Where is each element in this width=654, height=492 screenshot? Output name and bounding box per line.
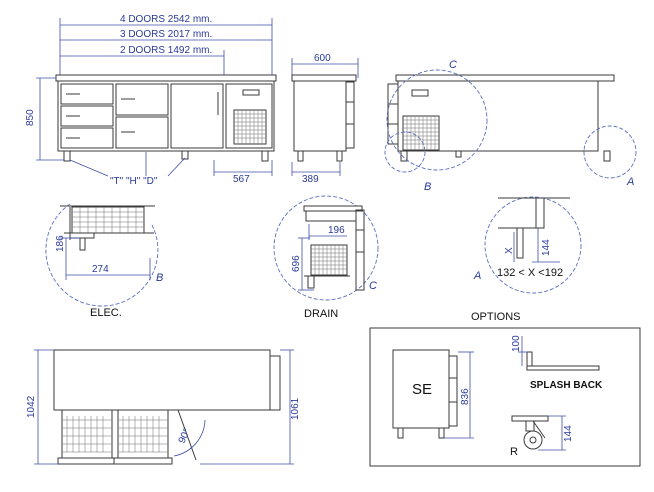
dim-186: 186	[55, 235, 66, 252]
rear-view: C B A	[384, 59, 637, 193]
callout-b-detail: B	[156, 272, 163, 284]
drain-vent-grille	[310, 244, 348, 276]
plan-view: 90° 1042 1061	[26, 349, 301, 465]
callout-a-detail: A	[473, 270, 481, 282]
callout-a-top: A	[626, 176, 634, 188]
option-splash-back: 100 SPLASH BACK	[511, 335, 603, 391]
dim-144-castor: 144	[563, 425, 574, 442]
options-panel: SE 836 100 SPLASH BACK 144 R	[369, 327, 641, 467]
rear-vent-grille	[402, 115, 440, 151]
option-castor: 144 R	[510, 415, 574, 458]
dim-196: 196	[328, 225, 345, 236]
range-label: 132 < X <192	[497, 267, 563, 279]
elec-label: ELEC.	[90, 307, 122, 319]
dim-836: 836	[460, 388, 471, 405]
detail-b-elec: 186 274 B ELEC.	[45, 203, 163, 319]
dim-274: 274	[92, 264, 109, 275]
castor-r-label: R	[510, 446, 518, 458]
dim-height-850: 850	[25, 109, 36, 126]
callout-c-detail: C	[369, 280, 377, 292]
open-drawer-right	[113, 409, 173, 465]
drain-label: DRAIN	[304, 308, 338, 320]
tdh-label: "T" "H" "D"	[110, 176, 158, 187]
dim-three-doors: 3 DOORS 2017 mm.	[120, 29, 212, 40]
dim-389: 389	[302, 174, 319, 185]
dim-144: 144	[541, 239, 552, 256]
dim-angle-90: 90°	[177, 427, 193, 445]
detail-c-drain: 196 696 C DRAIN	[273, 195, 379, 320]
side-view: 600 389	[291, 53, 359, 185]
dim-1061: 1061	[290, 397, 301, 420]
dim-four-doors: 4 DOORS 2542 mm.	[120, 14, 212, 25]
open-drawer-left	[57, 409, 117, 465]
option-se-cabinet: SE 836	[392, 349, 474, 439]
front-vent-grille	[233, 109, 267, 145]
options-label: OPTIONS	[471, 311, 521, 323]
dim-1042: 1042	[26, 395, 37, 418]
detail-a-foot: X 144 132 < X <192 A OPTIONS	[471, 196, 582, 323]
dim-567: 567	[233, 174, 250, 185]
dim-x: X	[504, 247, 515, 254]
dim-depth-600: 600	[314, 53, 331, 64]
splash-back-label: SPLASH BACK	[530, 380, 603, 391]
dim-696: 696	[291, 255, 302, 272]
overall-width-dimensions: 4 DOORS 2542 mm. 3 DOORS 2017 mm. 2 DOOR…	[59, 14, 273, 75]
dim-two-doors: 2 DOORS 1492 mm.	[120, 45, 212, 56]
callout-c-top: C	[449, 59, 457, 71]
dim-100: 100	[511, 335, 522, 352]
front-view: 850 "T" "H" "D" 567	[25, 74, 277, 187]
se-label: SE	[412, 381, 432, 398]
callout-b-top: B	[424, 181, 431, 193]
